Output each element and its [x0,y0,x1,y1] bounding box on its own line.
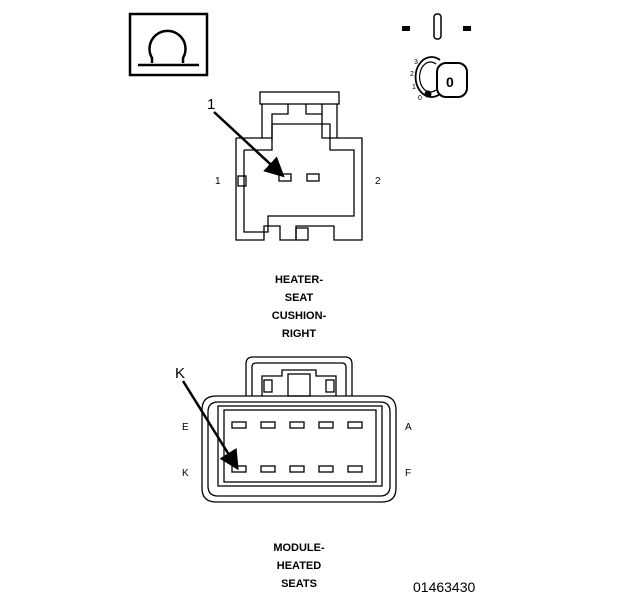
caption-line-3: CUSHION- [272,310,327,322]
pin-label-k: K [182,468,189,479]
reference-number: 01463430 [413,579,476,595]
module-caption-line-2: HEATED [277,560,321,572]
ignition-pos-1: 1 [412,84,416,91]
connector-heated-seats-module [201,356,397,503]
ignition-key-off-icon: 3 2 1 0 0 [402,13,471,102]
pin-label-f: F [405,468,411,479]
callout-k: K [175,365,185,382]
pin-label-2: 2 [375,176,381,187]
ignition-key-label: 0 [446,74,454,90]
ignition-pos-3: 3 [414,59,418,66]
module-caption-line-3: SEATS [281,578,317,590]
connector-heater-seat [235,91,363,241]
ignition-pos-2: 2 [410,71,414,78]
caption-line-1: HEATER- [275,274,323,286]
pin-label-a: A [405,422,412,433]
callout-1: 1 [207,96,215,113]
ignition-pos-0: 0 [418,95,422,102]
pin-label-1: 1 [215,176,221,187]
module-caption-line-1: MODULE- [273,542,325,554]
pin-label-e: E [182,422,189,433]
caption-line-2: SEAT [285,292,314,304]
ohm-icon [128,12,209,77]
caption-line-4: RIGHT [282,328,317,340]
